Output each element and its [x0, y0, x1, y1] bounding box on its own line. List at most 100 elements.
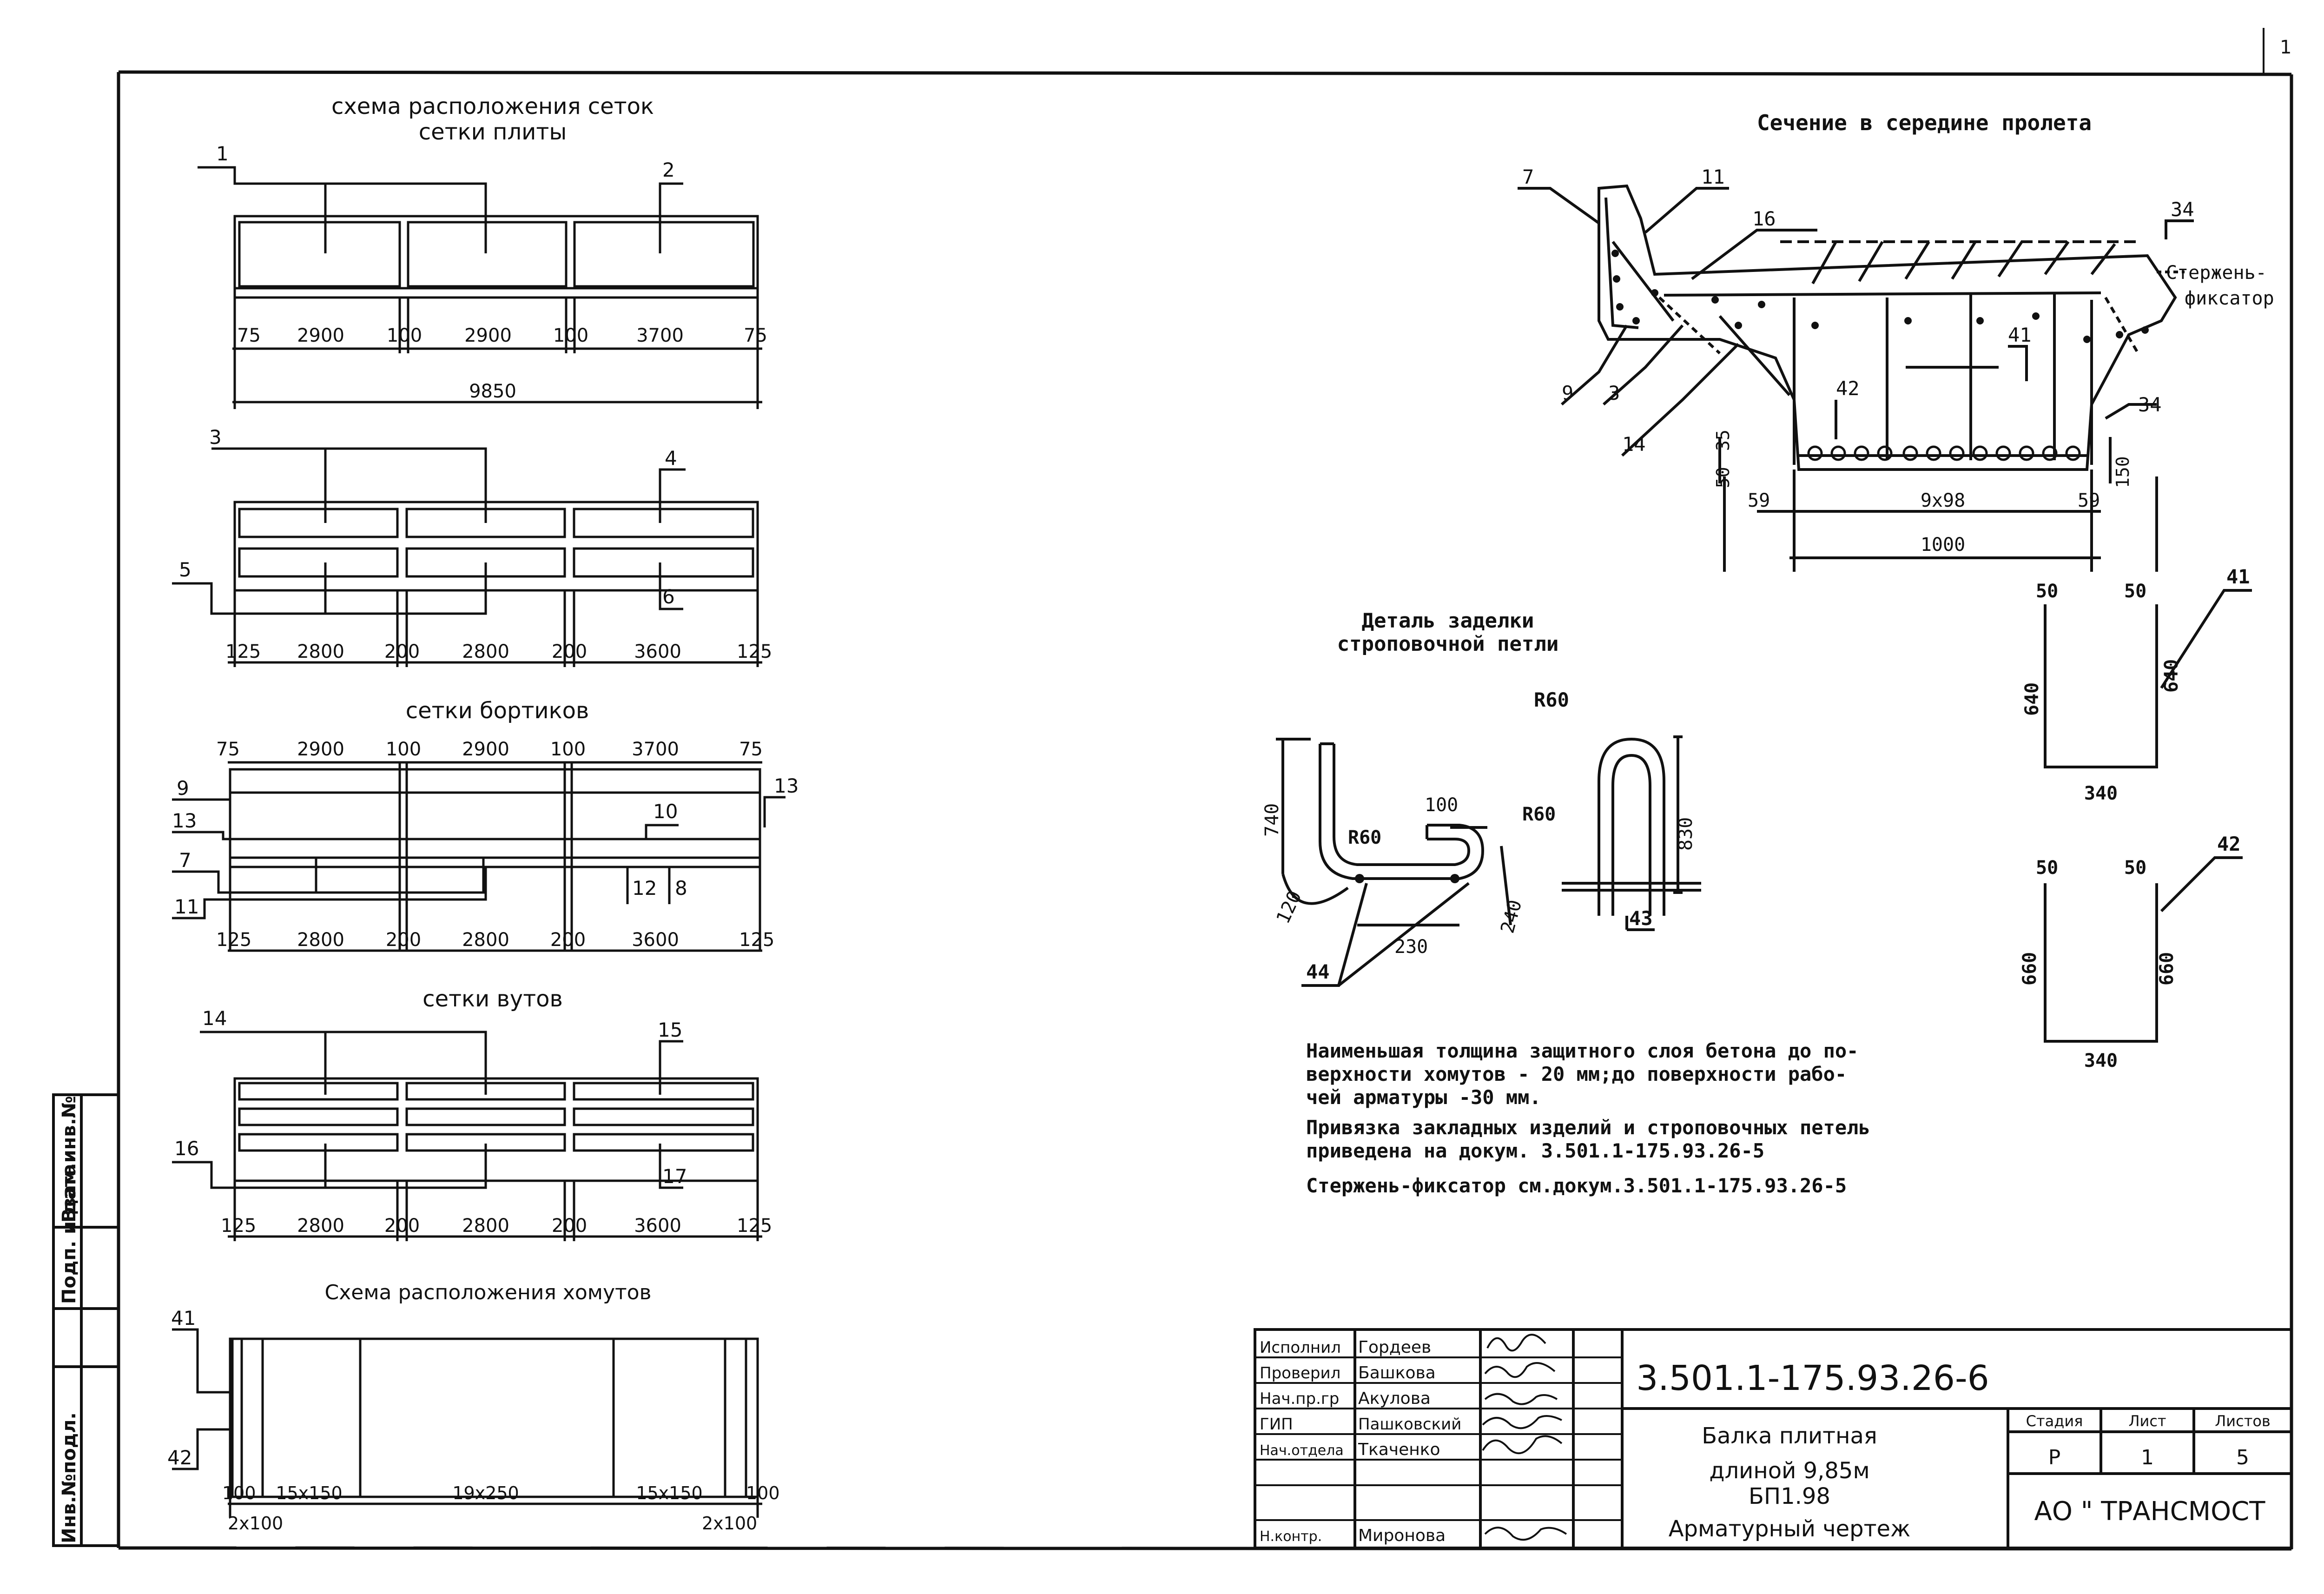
loop-title-2: строповочной петли	[1337, 632, 1559, 656]
stirrups-dim-2: 15x150	[276, 1483, 342, 1503]
sides-callout-7: 7	[179, 849, 191, 872]
st41-dim-50b: 50	[2124, 581, 2146, 602]
section-title: Сечение в середине пролета	[1757, 110, 2092, 135]
tb-name-1: Гордеев	[1358, 1338, 1431, 1357]
tb-title-3: БП1.98	[1749, 1483, 1830, 1509]
section-callout-41: 41	[2008, 324, 2032, 346]
tb-stage: Р	[2048, 1446, 2061, 1469]
tb-role-7: Н.контр.	[1260, 1528, 1322, 1545]
plate-dim-5: 100	[553, 325, 588, 346]
section-bottom-bars	[1807, 445, 2081, 461]
note-line-5: приведена на докум. 3.501.1-175.93.26-5	[1306, 1139, 1764, 1162]
sides-callout-11: 11	[174, 895, 199, 918]
tb-sheets: 5	[2236, 1446, 2249, 1469]
side-mesh-diagram: сетки бортиков 75 2900 100 2900	[172, 698, 799, 952]
loop-callout-43: 43	[1629, 907, 1653, 930]
tb-sheet: 1	[2141, 1446, 2154, 1469]
plate-dim-7: 75	[744, 325, 767, 346]
plate2-dim-4: 2800	[462, 641, 509, 662]
stirrups-callout-41: 41	[171, 1307, 196, 1329]
section-callout-16: 16	[1752, 207, 1776, 230]
haunch-dim-2: 2800	[297, 1215, 344, 1237]
plate-title-1: схема расположения сеток	[331, 93, 654, 119]
sides-dim-2: 2800	[297, 929, 344, 951]
section-dim-150: 150	[2113, 456, 2133, 488]
section-callout-34b: 34	[2138, 393, 2162, 416]
section-callout-14: 14	[1622, 433, 1646, 456]
section-dim-50: 50	[1713, 467, 1733, 488]
stirrups-subdim-2: 2x100	[702, 1513, 757, 1534]
tb-title-1: Балка плитная	[1702, 1423, 1877, 1449]
section-callout-34a: 34	[2171, 198, 2194, 221]
haunch-mesh-diagram: сетки вутов 14 15	[172, 986, 772, 1241]
stirrup-41-shape: 41 50 50 640 640 340	[2021, 565, 2252, 804]
st41-dim-640b: 640	[2161, 659, 2182, 693]
loop-dim-740: 740	[1261, 803, 1283, 837]
loop-dim-100: 100	[1425, 794, 1458, 816]
haunch-callout-14: 14	[202, 1007, 227, 1030]
lifting-loop-detail: Деталь заделки строповочной петли	[1261, 609, 1701, 987]
sides-callout-8: 8	[675, 877, 687, 900]
sides-top-dim-3: 100	[386, 739, 421, 760]
plate2-dim-5: 200	[552, 641, 587, 662]
section-dim-1000: 1000	[1921, 534, 1965, 556]
plate2-dim-6: 3600	[634, 641, 681, 662]
note-line-4: Привязка закладных изделий и строповочны…	[1306, 1116, 1870, 1139]
st41-dim-50a: 50	[2036, 581, 2058, 602]
plate-callout-1: 1	[216, 142, 229, 165]
sides-callout-12: 12	[632, 877, 657, 900]
haunch-dim-4: 2800	[462, 1215, 509, 1237]
stirrup-42-shape: 42 50 50 660 660 340	[2019, 833, 2243, 1071]
sheet-number: 1	[2280, 37, 2291, 58]
midspan-section: Сечение в середине пролета	[1518, 110, 2274, 572]
plate2-callout-3: 3	[209, 426, 222, 449]
st42-dim-50b: 50	[2124, 857, 2146, 879]
st41-dim-640a: 640	[2021, 682, 2043, 716]
section-callout-11: 11	[1701, 165, 1725, 188]
plate-title-2: сетки плиты	[419, 119, 567, 145]
stamp-podp: Подп. и дата	[59, 1164, 80, 1304]
stirrups-callout-42: 42	[167, 1446, 192, 1469]
stirrups-dim-5: 100	[746, 1483, 780, 1503]
st41-callout: 41	[2226, 565, 2250, 588]
plate2-callout-4: 4	[665, 447, 677, 470]
sides-dim-1: 125	[216, 929, 251, 951]
plate-total: 9850	[469, 381, 516, 402]
section-callout-7: 7	[1522, 165, 1534, 188]
loop-label-r60-top: R60	[1534, 688, 1569, 711]
sides-callout-13a: 13	[172, 809, 197, 832]
plate2-callout-5: 5	[179, 558, 191, 581]
plate-callout-2: 2	[662, 159, 675, 181]
note-line-3: чей арматуры -30 мм.	[1306, 1086, 1541, 1109]
loop-bar-dot-2	[1450, 874, 1459, 883]
plate-dim-3: 100	[387, 325, 422, 346]
tb-stage-label: Стадия	[2026, 1412, 2083, 1430]
tb-sheets-label: Листов	[2215, 1412, 2271, 1430]
tb-name-2: Башкова	[1358, 1363, 1436, 1382]
loop-dim-230: 230	[1394, 936, 1428, 958]
stamp-inv: Инв.№подл.	[59, 1412, 80, 1543]
stirrup-layout-diagram: Схема расположения хомутов 41 42 100 15x…	[167, 1281, 780, 1534]
loop-label-r60-mid: R60	[1522, 804, 1556, 825]
tb-name-7: Миронова	[1358, 1526, 1446, 1545]
haunch-dim-6: 3600	[634, 1215, 681, 1237]
sides-callout-9: 9	[177, 777, 189, 800]
sides-callout-10: 10	[653, 800, 678, 823]
section-fixator-1: Стержень-	[2166, 262, 2267, 284]
haunch-dim-3: 200	[384, 1215, 420, 1237]
haunch-callout-17: 17	[662, 1165, 687, 1188]
sides-dim-3: 200	[386, 929, 421, 951]
tb-sheet-label: Лист	[2128, 1412, 2166, 1430]
tb-org: АО " ТРАНСМОСТ	[2034, 1496, 2266, 1527]
tb-name-4: Пашковский	[1358, 1415, 1461, 1434]
haunch-title: сетки вутов	[423, 986, 563, 1012]
st42-dim-340: 340	[2084, 1050, 2118, 1071]
tb-role-1: Исполнил	[1260, 1338, 1341, 1357]
st42-callout: 42	[2217, 833, 2241, 855]
note-line-6: Стержень-фиксатор см.докум.3.501.1-175.9…	[1306, 1174, 1847, 1197]
stirrups-subdim-1: 2x100	[228, 1513, 283, 1534]
haunch-dim-1: 125	[221, 1215, 256, 1237]
sides-top-dim-5: 100	[550, 739, 586, 760]
